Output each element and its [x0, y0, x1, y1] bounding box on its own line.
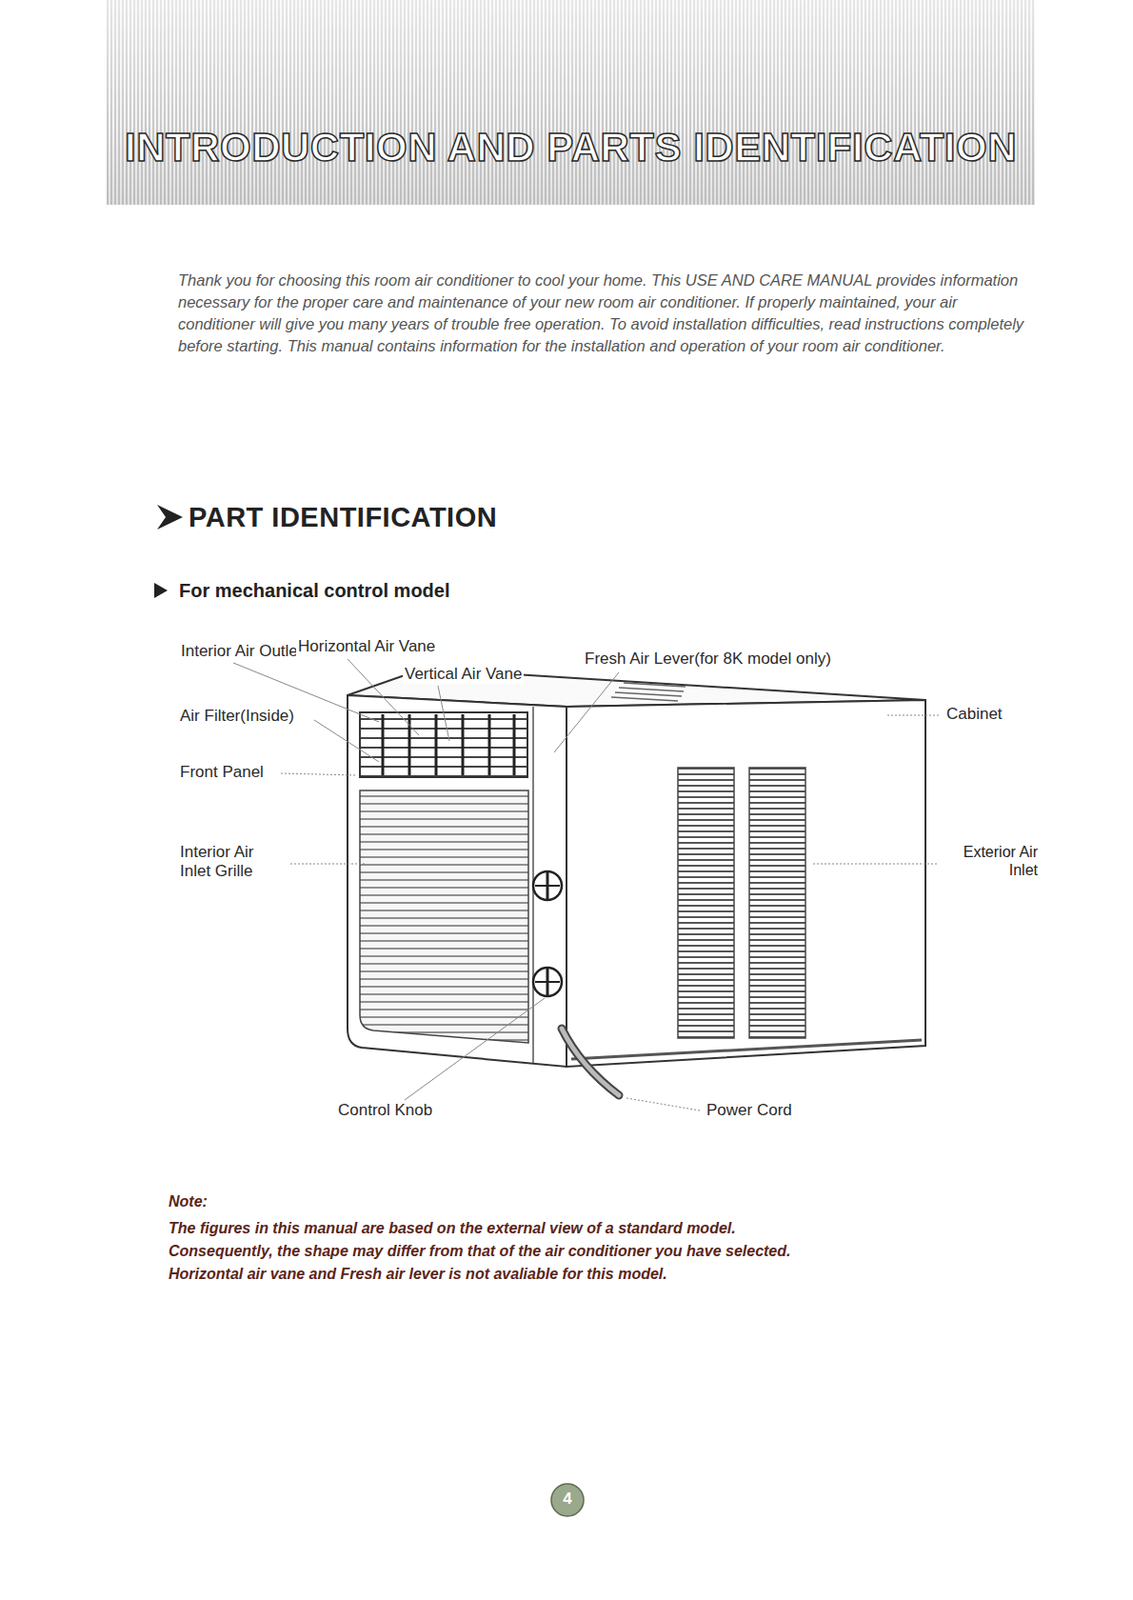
part-label: Cabinet	[944, 704, 1005, 724]
part-label: Power Cord	[704, 1100, 795, 1120]
page-title: INTRODUCTION AND PARTS IDENTIFICATION	[124, 123, 1017, 172]
part-label: Exterior Air Inlet	[942, 842, 1038, 879]
part-label: Air Filter(Inside)	[178, 706, 297, 726]
banner-shade	[106, 0, 1035, 205]
part-label: Control Knob	[336, 1100, 435, 1120]
part-label: Horizontal Air Vane	[296, 636, 438, 656]
page-number: 4	[560, 1489, 575, 1509]
note-text: Horizontal air vane and Fresh air lever …	[168, 1264, 668, 1283]
part-label: Fresh Air Lever(for 8K model only)	[582, 649, 834, 669]
section-heading: PART IDENTIFICATION	[188, 500, 497, 535]
note-heading: Note:	[168, 1192, 208, 1211]
part-label: Interior Air Inlet Grille	[178, 842, 287, 882]
intro-paragraph: Thank you for choosing this room air con…	[178, 269, 1026, 358]
subsection-heading: For mechanical control model	[178, 578, 451, 602]
part-label: Vertical Air Vane	[402, 664, 524, 684]
note-text: The figures in this manual are based on …	[168, 1218, 736, 1237]
title-banner	[106, 0, 1035, 205]
part-label: Interior Air Outlet	[178, 641, 305, 661]
note-text: Consequently, the shape may differ from …	[168, 1241, 791, 1260]
part-label: Front Panel	[178, 762, 266, 782]
